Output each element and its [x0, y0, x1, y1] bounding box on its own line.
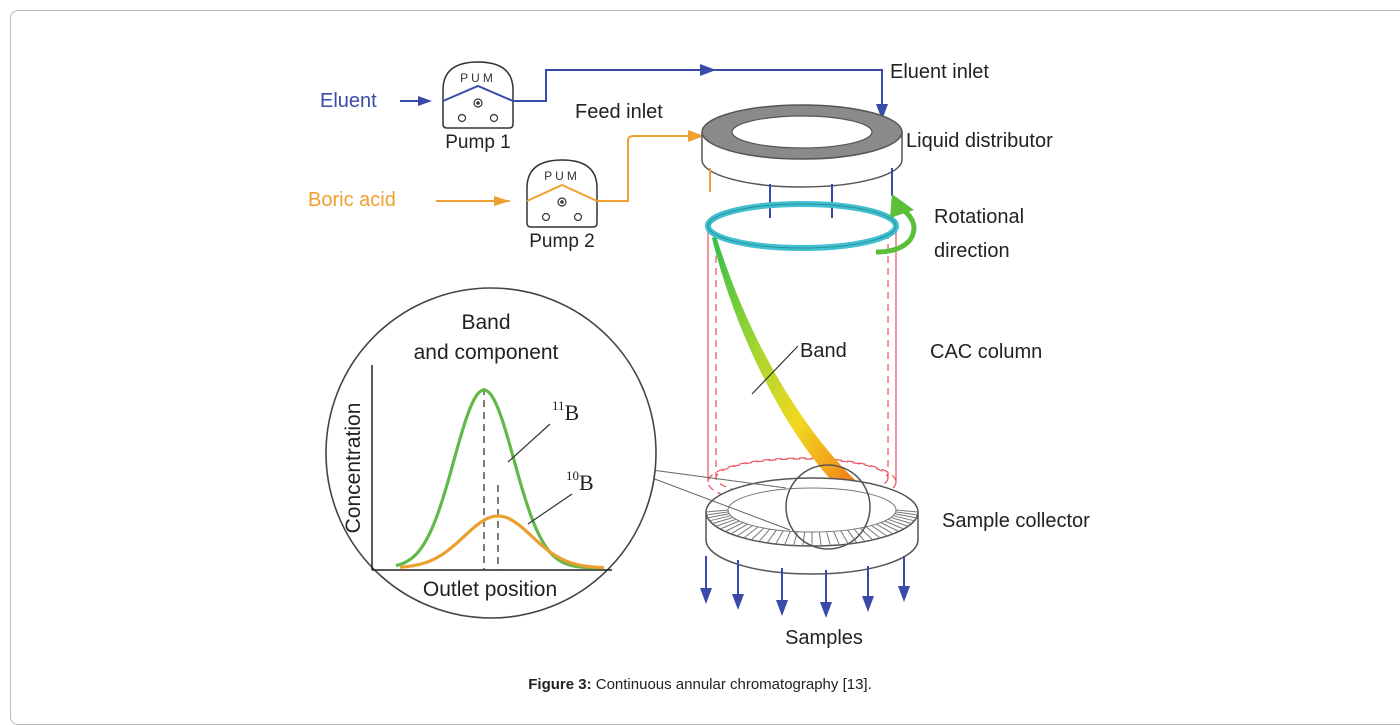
b11-label: 11B [552, 398, 579, 425]
eluent-inlet-label: Eluent inlet [890, 61, 989, 83]
b11-leader-line [507, 423, 551, 463]
feed-inlet-label: Feed inlet [575, 101, 663, 123]
sample-arrow-icon [700, 556, 712, 604]
band-stream [712, 236, 880, 508]
collector-outlet-tick [892, 515, 915, 522]
boric-acid-label: Boric acid [308, 189, 396, 211]
collector-outlet-tick [884, 520, 904, 530]
inset-x-axis-label: Outlet position [423, 578, 557, 601]
sample-arrow-icon [820, 570, 832, 618]
sample-outlet-arrows [700, 556, 910, 618]
inset-connector-top [651, 469, 787, 489]
collector-outlet-tick [707, 513, 730, 519]
pump-2: PUM Pump 2 [526, 159, 598, 252]
pump-1-text: PUM [460, 71, 496, 85]
sample-collector-label: Sample collector [942, 510, 1090, 532]
collector-outlet-tick [784, 531, 791, 545]
collector-outlet-tick [715, 518, 737, 527]
collector-outlet-tick [758, 528, 771, 542]
collector-outlet-tick [865, 526, 881, 539]
cac-column-label: CAC column [930, 341, 1042, 363]
rotation-arrow-head-icon [890, 194, 914, 218]
pump-2-body [526, 159, 598, 228]
pump-2-tube [526, 183, 598, 202]
pump-1-body [442, 61, 514, 129]
b10-leader-line [527, 493, 573, 525]
feed-inlet-arrow-icon [688, 130, 704, 142]
figure-caption-text: Continuous annular chromatography [13]. [591, 676, 872, 693]
pump-1-tube [442, 84, 514, 102]
collector-outlet-tick [709, 515, 732, 522]
liquid-distributor-label: Liquid distributor [906, 130, 1053, 152]
pump-1-label: Pump 1 [445, 132, 510, 153]
figure-caption-label: Figure 3: [528, 676, 592, 693]
collector-outlet-tick [859, 527, 874, 541]
cac-column [707, 222, 897, 507]
pump-2-text: PUM [544, 169, 580, 183]
sample-arrow-icon [898, 556, 910, 602]
inset-title-line2: and component [414, 341, 559, 364]
collector-outlet-tick [876, 523, 894, 535]
b11-curve [395, 388, 600, 570]
eluent-arrow-icon [418, 96, 432, 106]
rotational-label-line1: Rotational [934, 206, 1024, 228]
collector-outlets [705, 509, 919, 546]
collector-outlet-tick [818, 531, 822, 546]
rotation-arrow [875, 203, 917, 255]
collector-outlet-tick [736, 525, 753, 537]
pump-2-label: Pump 2 [529, 231, 594, 252]
eluent-label: Eluent [320, 90, 377, 112]
eluent-supply-line [513, 69, 883, 110]
collector-outlet-tick [895, 511, 918, 516]
collector-outlet-tick [743, 526, 759, 539]
collector-outlet-tick [895, 509, 919, 513]
collector-outlet-tick [775, 530, 784, 545]
samples-label: Samples [785, 627, 863, 649]
collector-outlet-tick [840, 530, 849, 545]
collector-outlet-tick [802, 531, 806, 546]
boric-acid-arrow-icon [494, 196, 510, 206]
collector-outlet-tick [712, 517, 734, 525]
eluent-inlet-arrow-icon [876, 104, 888, 120]
inset-y-axis-label: Concentration [342, 403, 365, 534]
collector-outlet-tick [890, 517, 912, 525]
collector-outlet-tick [871, 525, 888, 537]
magnify-circle [785, 464, 871, 550]
sample-arrow-icon [732, 560, 744, 610]
inset-circle [325, 287, 657, 619]
collector-outlet-tick [887, 518, 909, 527]
collector-outlet-tick [730, 523, 748, 535]
collector-outlet-tick [724, 522, 744, 532]
figure-caption: Figure 3: Continuous annular chromatogra… [0, 676, 1400, 693]
rotational-label-line2: direction [934, 240, 1010, 262]
collector-outlet-tick [766, 529, 777, 544]
b10-curve [399, 514, 605, 570]
eluent-flow-arrow-icon [700, 64, 716, 76]
collector-outlet-tick [826, 531, 831, 546]
sample-arrow-icon [776, 568, 788, 616]
collector-outlet-tick [833, 531, 840, 545]
collector-outlet-tick [706, 511, 729, 516]
collector-outlet-tick [894, 513, 917, 519]
sample-arrow-icon [862, 566, 874, 612]
band-leader-line [751, 345, 799, 395]
boric-acid-supply-line [597, 135, 700, 202]
sample-collector [705, 477, 919, 575]
inset-title-line1: Band [461, 311, 510, 334]
collector-outlet-tick [705, 509, 729, 513]
liquid-distributor [701, 104, 903, 188]
inset-connector-bottom [651, 477, 791, 531]
collector-outlet-tick [880, 522, 900, 532]
band-label: Band [800, 340, 847, 362]
collector-outlet-tick [720, 520, 740, 530]
collector-outlet-tick [847, 529, 858, 544]
collector-outlet-tick [750, 527, 765, 541]
pump-1: PUM Pump 1 [442, 61, 514, 153]
b10-label: 10B [566, 468, 594, 495]
